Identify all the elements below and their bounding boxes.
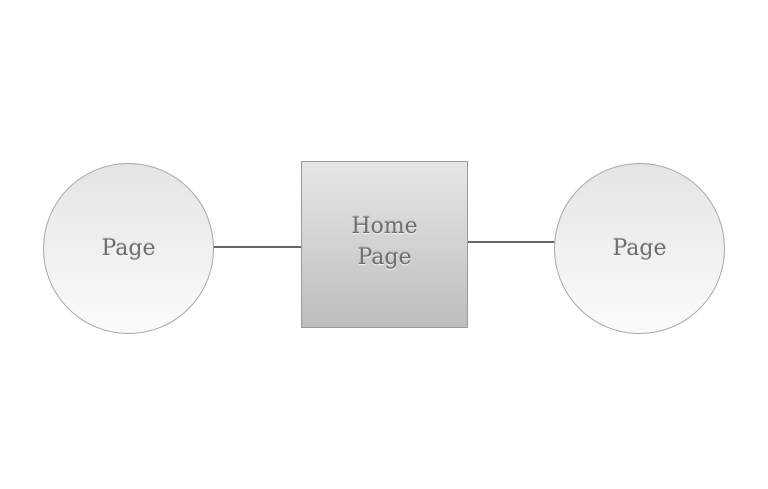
page-node-right-label: Page xyxy=(612,236,667,261)
home-page-node[interactable]: Home Page xyxy=(301,161,468,328)
page-node-left[interactable]: Page xyxy=(43,163,214,334)
page-node-right[interactable]: Page xyxy=(554,163,725,334)
home-page-label-line2: Page xyxy=(357,244,412,270)
page-node-left-label: Page xyxy=(101,236,156,261)
home-page-label: Home Page xyxy=(351,211,417,273)
home-page-label-line1: Home xyxy=(351,213,418,239)
edge-left-to-home xyxy=(212,246,302,248)
edge-home-to-right xyxy=(466,241,555,243)
